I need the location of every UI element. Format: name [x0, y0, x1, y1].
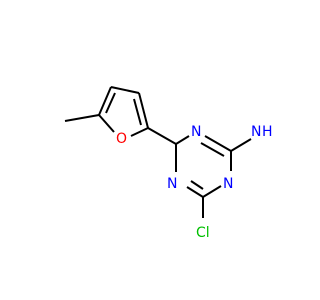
- molecule-canvas: N H N N N O Cl: [64, 86, 273, 241]
- bond-ccl-nleft: [186, 186, 204, 198]
- bond-c5-methyl: [64, 114, 100, 122]
- atom-o-furan: O: [116, 131, 127, 147]
- atom-n-ring-right: N: [223, 176, 233, 192]
- bond-c5-c4: [98, 86, 112, 116]
- bond-ntop-camine-inner: [200, 142, 225, 157]
- bond-c-ntop: [175, 135, 190, 145]
- bonds: [64, 86, 252, 218]
- bond-ccl-nleft-inner: [190, 180, 204, 190]
- bond-c5-c4-inner: [105, 92, 116, 114]
- bond-o-c5: [98, 114, 115, 133]
- bond-c4-c3: [110, 86, 140, 94]
- atom-cl: Cl: [196, 225, 210, 241]
- bond-triazine-furan: [147, 127, 177, 145]
- atom-labels: N H N N N O Cl: [116, 124, 273, 241]
- bond-c3-c2-inner: [133, 98, 142, 126]
- atom-n-ring-top: N: [191, 124, 201, 140]
- bond-camine-nh2: [230, 138, 252, 152]
- atom-n-amine: N: [251, 124, 261, 140]
- bond-nright-ccl: [202, 185, 222, 198]
- bond-ntop-camine: [204, 135, 232, 152]
- atom-h-amine: H: [262, 124, 273, 140]
- molecule-structure: N H N N N O Cl: [64, 86, 273, 241]
- bond-c2-o: [130, 127, 149, 137]
- atom-n-ring-left: N: [167, 176, 177, 192]
- bond-c3-c2: [138, 92, 149, 129]
